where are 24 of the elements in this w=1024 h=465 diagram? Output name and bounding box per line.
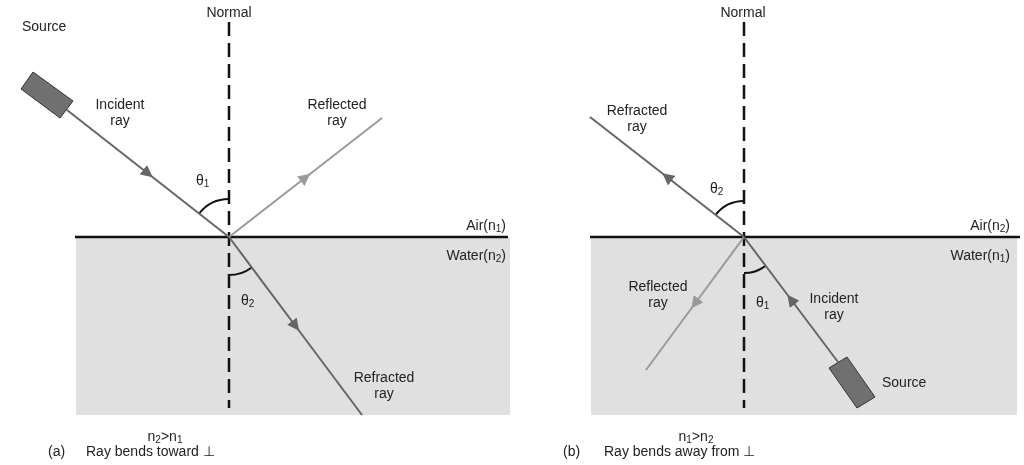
source-label: Source bbox=[882, 374, 927, 390]
normal-label: Normal bbox=[719, 4, 767, 20]
source-label: Source bbox=[22, 18, 67, 34]
ray-label: Refracted ray bbox=[352, 369, 416, 401]
ray-label: Reflected ray bbox=[627, 278, 689, 310]
ray-label: Refracted ray bbox=[605, 102, 669, 134]
medium-label: Water(n$_{2}$) bbox=[446, 247, 506, 266]
medium-label: Water(n$_{1}$) bbox=[950, 247, 1010, 266]
ray-label: Incident ray bbox=[808, 290, 860, 322]
panel-label: (a) bbox=[48, 443, 66, 459]
medium-label: Air(n$_{1}$) bbox=[466, 217, 506, 236]
panel-label: (b) bbox=[563, 443, 581, 459]
condition-label: n$_{2}$>n$_{1}$ bbox=[146, 428, 184, 445]
medium-label: Air(n$_{2}$) bbox=[970, 217, 1010, 236]
angle-label: θ$_{2}$ bbox=[241, 292, 255, 311]
caption-text: Ray bends away from ⊥ bbox=[604, 443, 756, 459]
angle-label: θ$_{1}$ bbox=[756, 294, 770, 313]
angle-label: θ$_{2}$ bbox=[710, 180, 724, 199]
condition-label: n$_{1}$>n$_{2}$ bbox=[677, 428, 715, 445]
angle-label: θ$_{1}$ bbox=[196, 172, 210, 191]
ray-label: Reflected ray bbox=[306, 96, 368, 128]
caption-text: Ray bends toward ⊥ bbox=[86, 443, 215, 459]
normal-label: Normal bbox=[205, 4, 253, 20]
ray-label: Incident ray bbox=[94, 96, 146, 128]
